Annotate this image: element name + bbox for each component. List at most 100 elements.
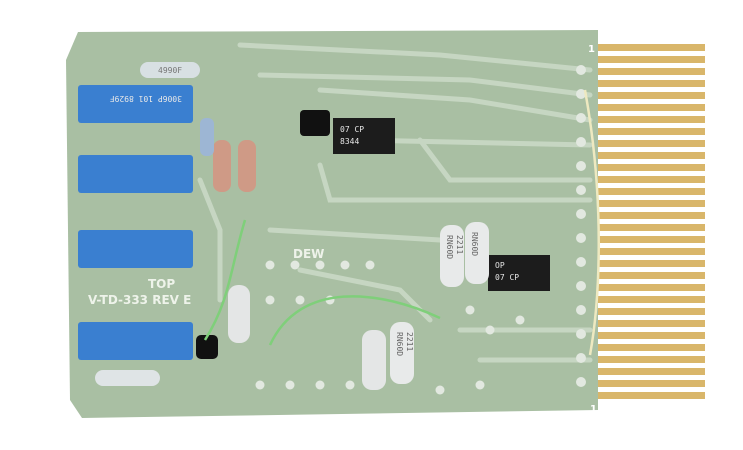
jumper-wire <box>203 219 247 341</box>
circuit-board <box>66 30 598 418</box>
connector-finger <box>590 212 705 219</box>
jumper-wire <box>583 89 600 356</box>
solder-pad <box>290 260 300 270</box>
connector-finger <box>590 296 705 303</box>
solder-pad <box>576 137 586 147</box>
trimmer-pot <box>78 322 193 360</box>
svg-text:2211: 2211 <box>405 332 414 351</box>
svg-text:2211: 2211 <box>455 235 464 254</box>
solder-pad <box>576 329 586 339</box>
connector-finger <box>590 56 705 63</box>
ic-chip <box>488 255 550 291</box>
connector-finger <box>590 188 705 195</box>
ic-marking: 07 CP <box>495 273 519 282</box>
connector-finger <box>590 116 705 123</box>
connector-finger <box>590 332 705 339</box>
solder-pad <box>576 161 586 171</box>
traces <box>197 42 593 363</box>
solder-pad <box>315 380 325 390</box>
resistor <box>95 370 160 386</box>
solder-pad <box>576 305 586 315</box>
solder-pad <box>576 377 586 387</box>
solder-pad <box>315 260 325 270</box>
solder-pad <box>345 380 355 390</box>
solder-pad <box>576 257 586 267</box>
resistor <box>213 140 231 192</box>
connector-finger <box>590 368 705 375</box>
svg-text:RN60D: RN60D <box>395 332 404 356</box>
edge-connector <box>590 44 705 399</box>
trimmer-pot <box>78 155 193 193</box>
solder-pad <box>576 65 586 75</box>
connector-finger <box>590 320 705 327</box>
solder-pad <box>435 385 445 395</box>
connector-finger <box>590 104 705 111</box>
ic-marking: 8344 <box>340 137 359 146</box>
connector-finger <box>590 128 705 135</box>
pads <box>255 65 586 395</box>
connector-finger <box>590 392 705 399</box>
connector-finger <box>590 176 705 183</box>
solder-pad <box>576 353 586 363</box>
ic-chip <box>333 118 395 154</box>
solder-pad <box>485 325 495 335</box>
connector-finger <box>590 44 705 51</box>
connector-finger <box>590 140 705 147</box>
connector-finger <box>590 164 705 171</box>
solder-pad <box>576 233 586 243</box>
resistor-rn60d: RN60D 2211 <box>390 322 414 384</box>
solder-pad <box>515 315 525 325</box>
connector-finger <box>590 260 705 267</box>
connector-finger <box>590 92 705 99</box>
solder-pad <box>576 281 586 291</box>
connector-finger <box>590 80 705 87</box>
resistor <box>362 330 386 390</box>
resistor <box>200 118 214 156</box>
silkscreen-top: TOP <box>148 277 175 291</box>
resistor-rn60d: RN60D 2211 <box>440 225 464 287</box>
connector-finger <box>590 380 705 387</box>
ic-marking: OP <box>495 261 505 270</box>
solder-pad <box>576 209 586 219</box>
solder-pad <box>295 295 305 305</box>
ic-marking: 07 CP <box>340 125 364 134</box>
resistor-rn60d: RN60D <box>465 222 489 284</box>
solder-pad <box>475 380 485 390</box>
connector-finger <box>590 200 705 207</box>
solder-pad <box>265 295 275 305</box>
solder-pad <box>265 260 275 270</box>
resistor-marking: 4990F <box>158 66 182 75</box>
solder-pad <box>255 380 265 390</box>
connector-finger <box>590 356 705 363</box>
connector-finger <box>590 248 705 255</box>
connector-finger <box>590 236 705 243</box>
transistor <box>300 110 330 136</box>
connector-finger <box>590 344 705 351</box>
resistor <box>238 140 256 192</box>
svg-text:RN60D: RN60D <box>470 232 479 256</box>
connector-finger <box>590 308 705 315</box>
resistor <box>140 62 200 78</box>
solder-pad <box>465 305 475 315</box>
trimmer-pot <box>78 230 193 268</box>
solder-pad <box>340 260 350 270</box>
solder-pad <box>285 380 295 390</box>
trimmer-marking: 3006P 101 8929F <box>110 94 182 103</box>
silkscreen-part-number: V-TD-333 REV E <box>88 293 191 307</box>
pin-label-first: 1 <box>588 44 595 55</box>
connector-finger <box>590 68 705 75</box>
connector-finger <box>590 284 705 291</box>
connector-finger <box>590 152 705 159</box>
silkscreen-dew: DEW <box>293 247 324 261</box>
solder-pad <box>576 113 586 123</box>
connector-finger <box>590 224 705 231</box>
solder-pad <box>576 185 586 195</box>
transistor <box>196 335 218 359</box>
trimmer-pot <box>78 85 193 123</box>
resistor <box>228 285 250 343</box>
solder-pad <box>365 260 375 270</box>
solder-pad <box>576 89 586 99</box>
connector-finger <box>590 272 705 279</box>
pin-label-last: 15 <box>590 404 604 415</box>
